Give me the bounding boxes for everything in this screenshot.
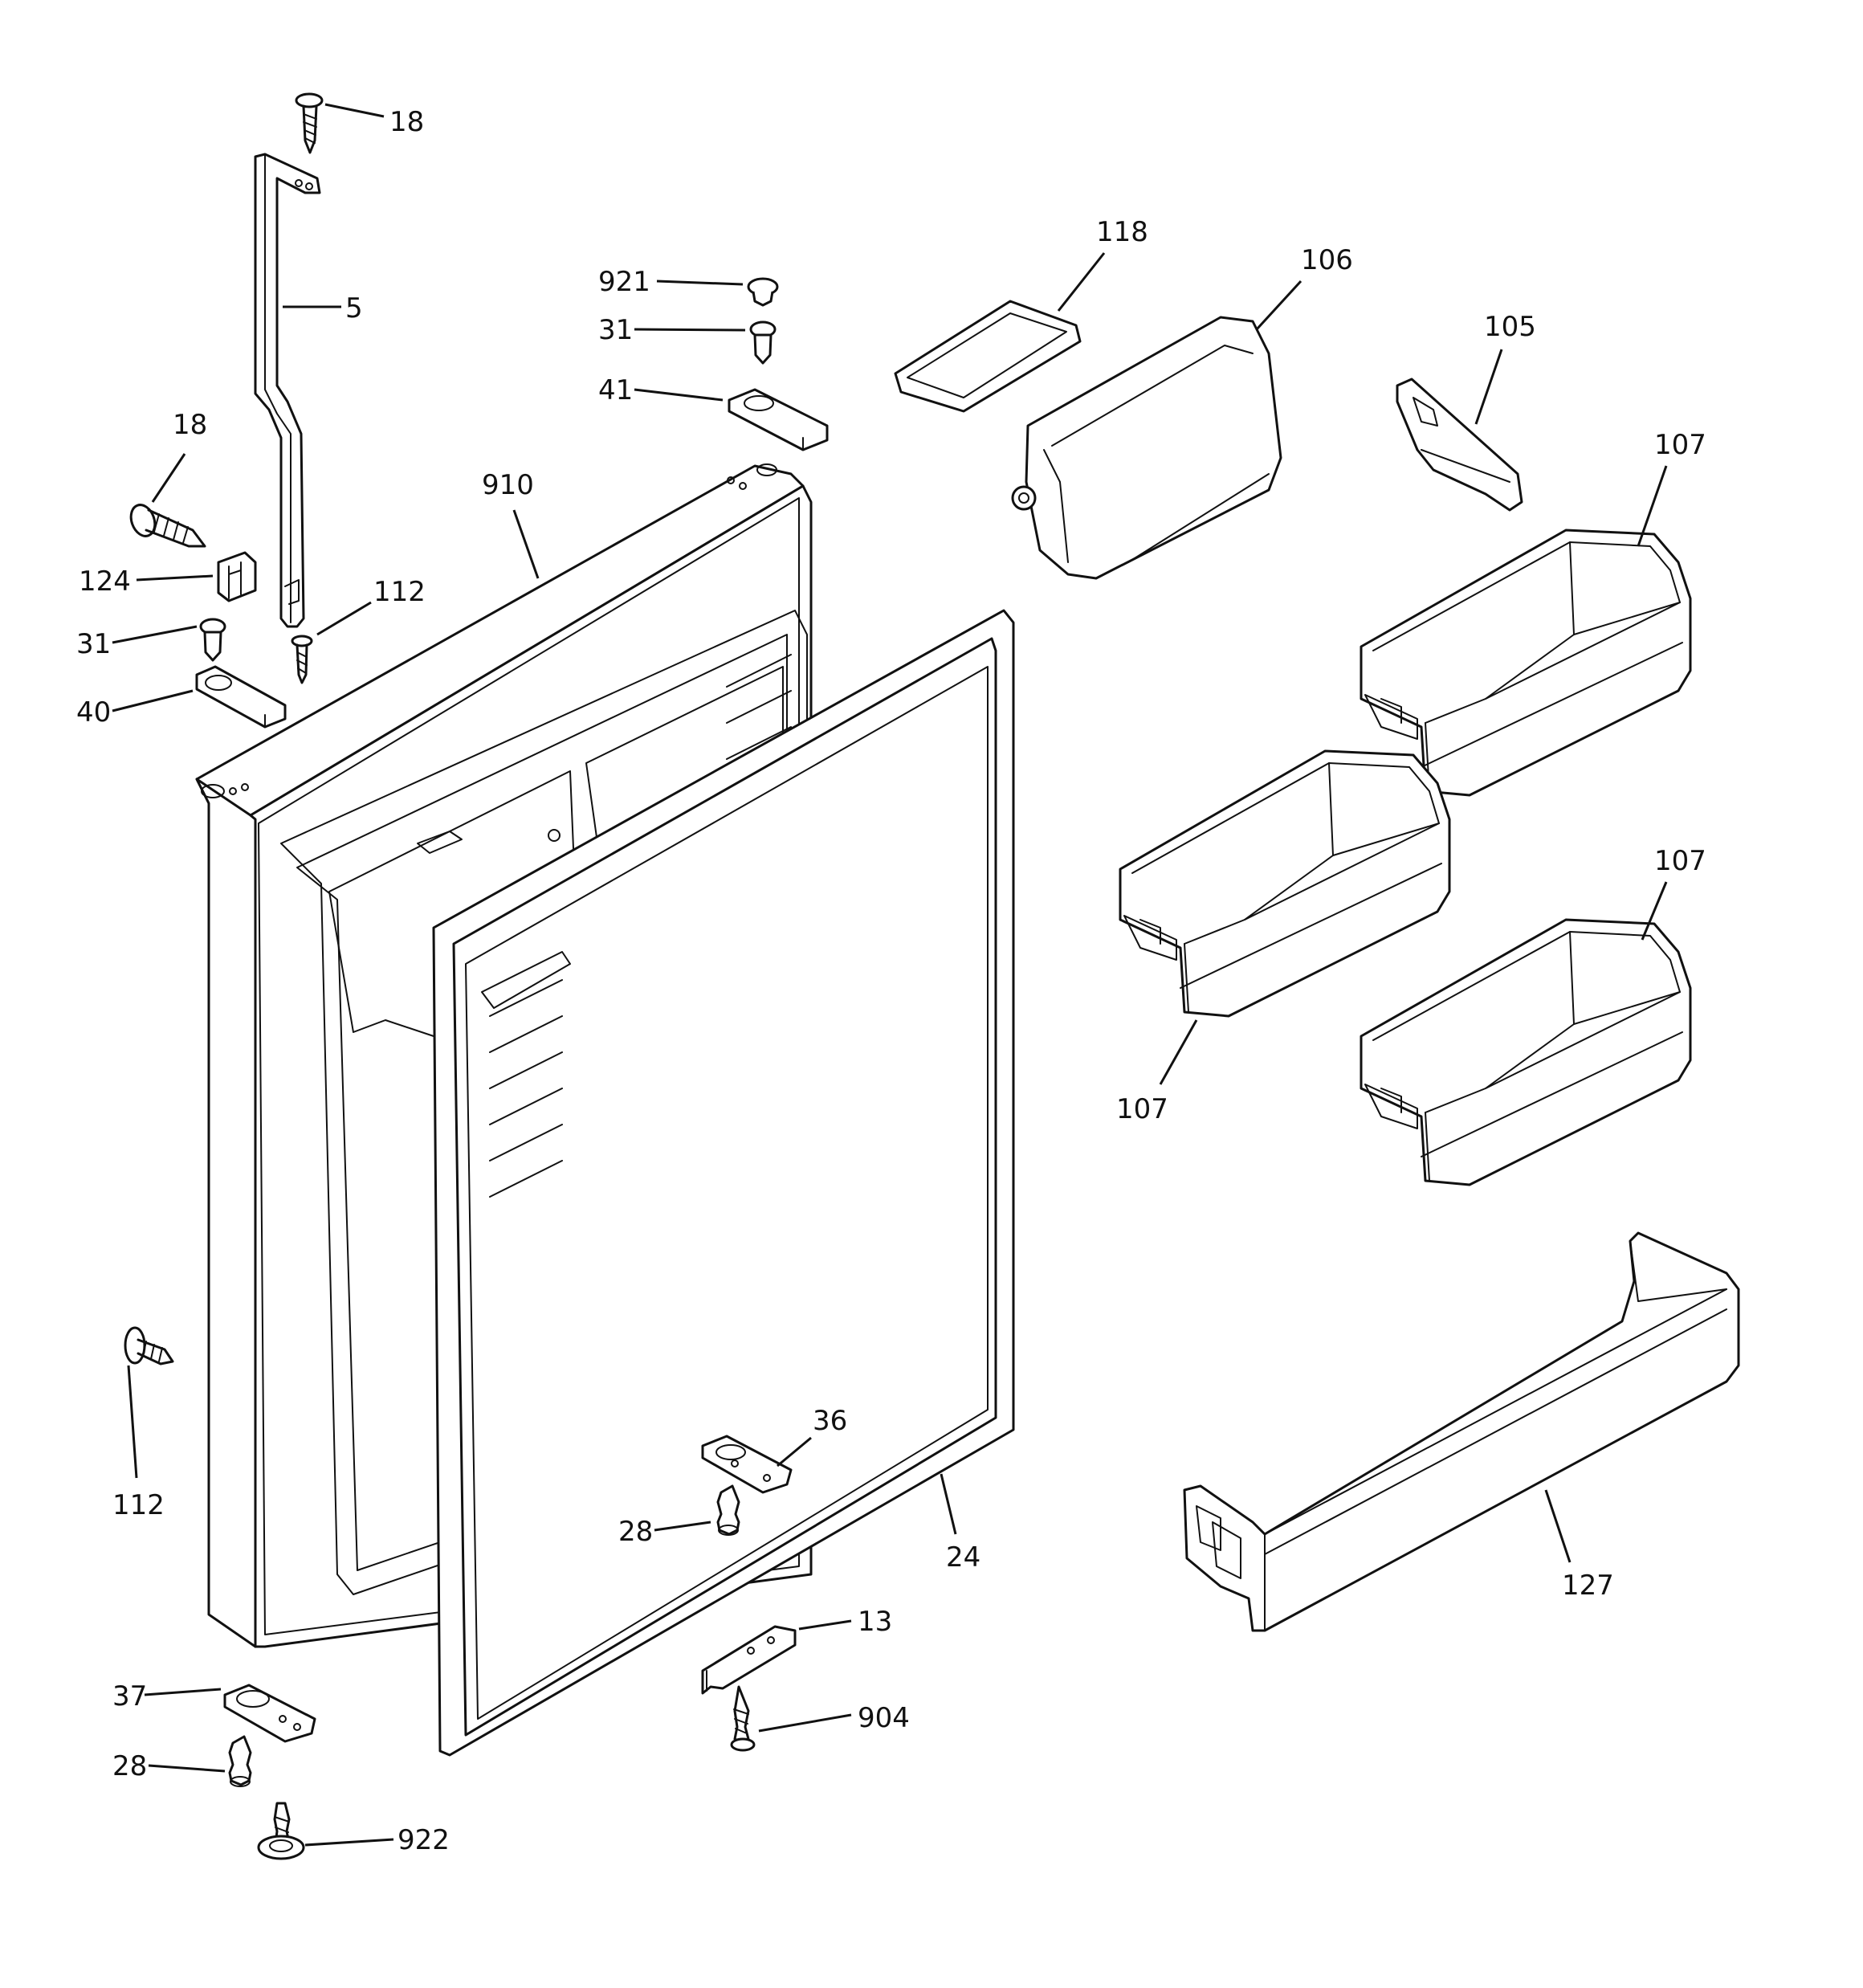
label-40: 40 xyxy=(76,696,111,729)
label-107-bottom: 107 xyxy=(1654,845,1706,877)
leader-lines xyxy=(112,103,1668,1847)
label-24: 24 xyxy=(946,1541,980,1574)
door-bin-107-middle xyxy=(1119,749,1451,1018)
label-41: 41 xyxy=(598,374,633,406)
hinge-plate-36 xyxy=(701,1435,793,1494)
hinge-13 xyxy=(701,1625,797,1695)
door-shelf-127 xyxy=(1183,1231,1740,1632)
label-904: 904 xyxy=(858,1702,910,1734)
label-105: 105 xyxy=(1484,311,1536,343)
handle-strap-5 xyxy=(254,153,321,628)
screw-112-upper xyxy=(291,635,313,684)
label-106: 106 xyxy=(1301,244,1353,276)
dairy-cover-106 xyxy=(1011,316,1282,580)
label-118: 118 xyxy=(1096,216,1148,248)
screw-112-lower xyxy=(124,1326,174,1365)
label-13: 13 xyxy=(858,1606,892,1638)
label-5: 5 xyxy=(345,292,363,325)
label-28-lower: 28 xyxy=(112,1750,147,1782)
label-18-top: 18 xyxy=(389,106,424,138)
bushing-31-left xyxy=(199,618,226,662)
hinge-plate-41 xyxy=(728,388,829,451)
label-36: 36 xyxy=(813,1405,847,1437)
screw-18-left xyxy=(129,504,206,548)
screw-904 xyxy=(730,1685,756,1752)
label-107-middle: 107 xyxy=(1116,1093,1168,1125)
bracket-105 xyxy=(1396,378,1523,512)
part-labels: 18 5 18 124 31 40 112 910 921 31 41 118 … xyxy=(76,106,1706,1856)
clip-124 xyxy=(217,551,257,602)
label-37: 37 xyxy=(112,1680,147,1712)
label-124: 124 xyxy=(79,565,131,598)
pin-28-lower xyxy=(228,1735,252,1787)
pin-28-middle xyxy=(716,1484,740,1536)
cap-921 xyxy=(747,277,779,307)
label-107-top: 107 xyxy=(1654,429,1706,461)
hinge-plate-40 xyxy=(195,665,287,729)
label-910: 910 xyxy=(482,469,534,501)
label-18-left: 18 xyxy=(173,409,207,441)
door-bin-107-bottom xyxy=(1360,918,1692,1186)
label-127: 127 xyxy=(1562,1570,1614,1602)
screw-18-top xyxy=(295,92,324,154)
label-31-left: 31 xyxy=(76,628,111,660)
hinge-plate-37 xyxy=(223,1684,316,1743)
door-bin-107-top xyxy=(1360,529,1692,797)
label-112-lower: 112 xyxy=(112,1489,165,1521)
bushing-31-top xyxy=(749,320,777,365)
label-921: 921 xyxy=(598,266,650,298)
dish-tray-118 xyxy=(894,300,1082,413)
door-gasket-24 xyxy=(432,609,1015,1757)
label-31-top: 31 xyxy=(598,314,633,346)
screw-922 xyxy=(257,1802,305,1860)
label-28-middle: 28 xyxy=(618,1516,653,1548)
label-112-upper: 112 xyxy=(373,576,426,608)
label-922: 922 xyxy=(397,1824,450,1856)
